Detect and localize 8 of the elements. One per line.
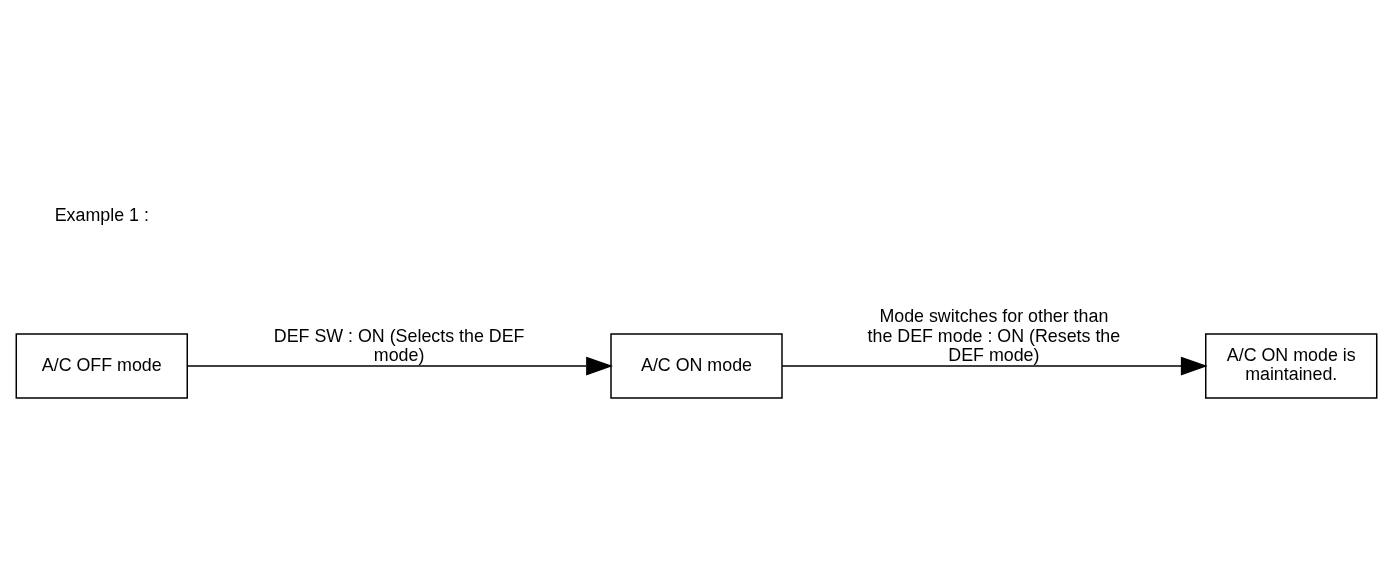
edge-label: Mode switches for other than the DEF mode : ON (Resets the DEF mode)	[867, 306, 1121, 366]
arrow	[186, 356, 613, 376]
arrow	[781, 356, 1208, 376]
edge-label: DEF SW : ON (Selects the DEF mode)	[273, 325, 525, 366]
label: Example 1 :	[54, 204, 149, 225]
node-box: A/C ON mode is maintained.	[1205, 333, 1378, 399]
node-box: A/C OFF mode	[15, 333, 188, 399]
node-box: A/C ON mode	[610, 333, 783, 399]
